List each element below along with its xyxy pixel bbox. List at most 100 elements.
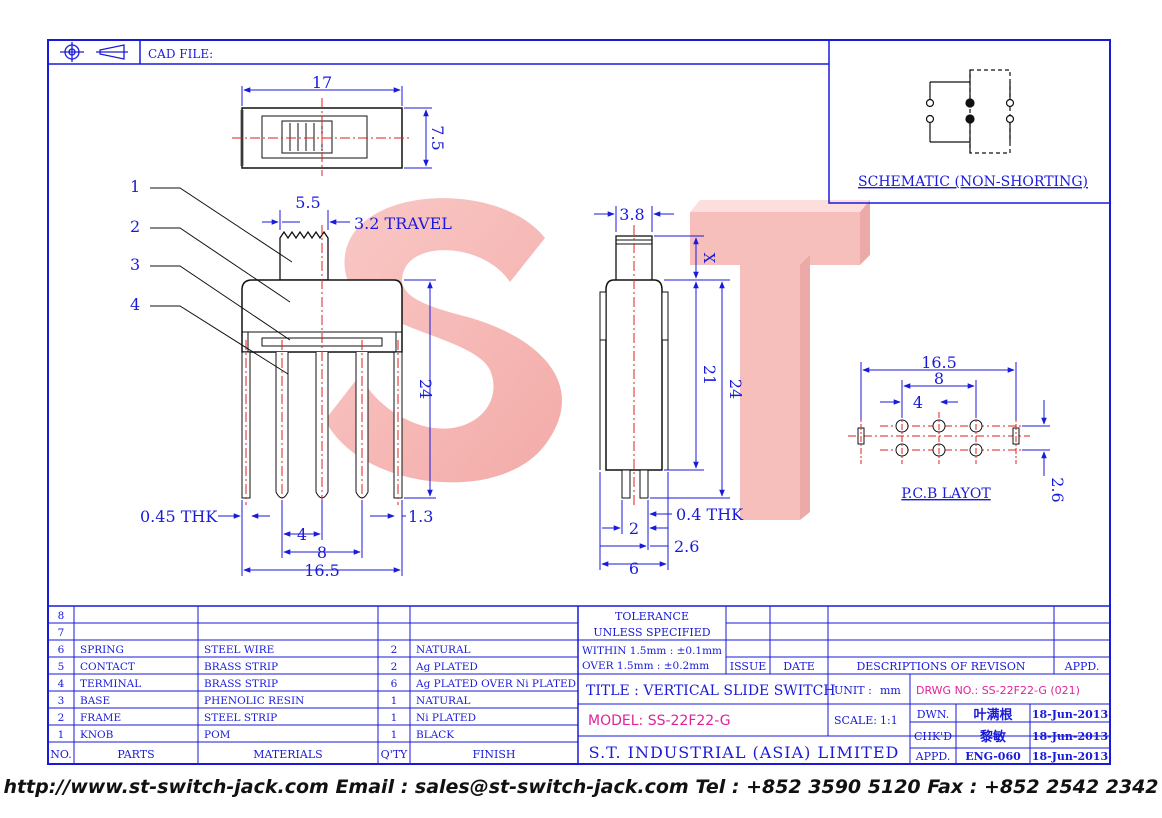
dim-travel: 3.2 TRAVEL	[354, 214, 452, 233]
watermark-text: ST	[560, 479, 563, 481]
appd-label: APPD.	[915, 750, 951, 763]
bom-cell-finish: Ni PLATED	[416, 712, 476, 724]
model-number: MODEL: SS-22F22-G	[588, 713, 731, 729]
unit-label: UNIT :	[834, 684, 872, 697]
bom-cell-qty: 1	[391, 695, 398, 707]
bom-header-qty: Q'TY	[381, 748, 408, 761]
dim-thk-left: 0.45 THK	[140, 507, 218, 526]
cad-file-label: CAD FILE:	[148, 47, 213, 61]
revision-date: DATE	[783, 660, 815, 673]
tolerance-line1: TOLERANCE	[615, 610, 689, 623]
dim-side-2: 2	[629, 519, 639, 538]
dim-side-x: X	[700, 253, 718, 264]
bom-cell-qty: 2	[391, 644, 398, 656]
bom-cell-materials: BRASS STRIP	[204, 678, 278, 690]
bom-cell-no: 5	[58, 661, 65, 673]
dwn-label: DWN.	[917, 708, 950, 721]
dim-side-21: 21	[700, 365, 719, 385]
unit-value: mm	[880, 684, 901, 697]
bom-cell-qty: 2	[391, 661, 398, 673]
chkd-label: CHK'D	[914, 730, 952, 743]
bom-cell-finish: NATURAL	[416, 695, 471, 707]
company-name: S.T. INDUSTRIAL (ASIA) LIMITED	[589, 743, 900, 762]
dim-side-04thk: 0.4 THK	[676, 505, 744, 524]
dim-side-26: 2.6	[674, 537, 699, 556]
dim-pitch-4: 4	[297, 525, 307, 544]
tolerance-line4: OVER 1.5mm : ±0.2mm	[582, 660, 709, 672]
bom-cell-parts: BASE	[80, 695, 110, 707]
bom-header-materials: MATERIALS	[253, 748, 322, 761]
bom-cell-no: 3	[58, 695, 65, 707]
bom-cell-materials: PHENOLIC RESIN	[204, 695, 304, 707]
sheet-border	[47, 39, 1111, 765]
chkd-date: 18-Jun-2013	[1032, 730, 1108, 743]
callout-4: 4	[130, 295, 140, 314]
pcb-layout	[848, 362, 1050, 476]
schematic-diagram	[925, 69, 1015, 154]
bom-cell-parts: KNOB	[80, 729, 114, 741]
top-view	[232, 86, 432, 176]
dim-height-24: 24	[416, 379, 435, 399]
callout-3: 3	[130, 255, 140, 274]
scale-value: 1:1	[880, 714, 898, 727]
chkd-name: 黎敏	[980, 729, 1007, 745]
bom-cell-no: 1	[58, 729, 65, 741]
bom-header-parts: PARTS	[117, 748, 154, 761]
pcb-dim-8: 8	[934, 369, 944, 388]
callout-1: 1	[130, 177, 140, 196]
bom-cell-no: 2	[58, 712, 65, 724]
revision-issue: ISSUE	[730, 660, 767, 673]
bom-cell-parts: FRAME	[80, 712, 121, 724]
pcb-label: P.C.B LAYOT	[901, 486, 991, 502]
revision-appd: APPD.	[1064, 660, 1100, 673]
pcb-dim-26: 2.6	[1048, 477, 1067, 502]
bom-cell-materials: STEEL STRIP	[204, 712, 277, 724]
callout-2: 2	[130, 217, 140, 236]
scale-label: SCALE:	[834, 714, 877, 727]
bom-header-no: NO.	[50, 748, 72, 761]
dim-side-38: 3.8	[619, 205, 644, 224]
schematic-label: SCHEMATIC (NON-SHORTING)	[858, 174, 1088, 190]
bom-cell-parts: TERMINAL	[80, 678, 141, 690]
bom-cell-no: 6	[58, 644, 65, 656]
bom-cell-parts: SPRING	[80, 644, 124, 656]
dim-top-width: 17	[312, 73, 332, 92]
dim-top-height: 7.5	[428, 125, 447, 150]
bom-cell-finish: BLACK	[416, 729, 454, 741]
projection-symbol-icon	[60, 42, 128, 62]
appd-date: 18-Jun-2013	[1032, 750, 1108, 763]
dim-side-13: 1.3	[408, 507, 433, 526]
bom-cell-qty: 1	[391, 729, 398, 741]
bom-header-finish: FINISH	[472, 748, 515, 761]
appd-name: ENG-060	[965, 750, 1021, 763]
dim-knob-width: 5.5	[295, 193, 320, 212]
bom-cell-qty: 6	[391, 678, 398, 690]
front-view	[218, 210, 436, 576]
dim-pitch-8: 8	[317, 543, 327, 562]
bom-cell-materials: STEEL WIRE	[204, 644, 274, 656]
revision-descriptions: DESCRIPTIONS OF REVISON	[856, 660, 1025, 673]
callout-leaders	[150, 187, 293, 375]
pcb-dim-165: 16.5	[921, 353, 957, 372]
bom-cell-finish: NATURAL	[416, 644, 471, 656]
dim-side-6: 6	[629, 559, 639, 578]
bom-cell-qty: 1	[391, 712, 398, 724]
st-watermark: ST	[325, 198, 870, 520]
schematic-box	[828, 39, 1111, 204]
bom-cell-materials: BRASS STRIP	[204, 661, 278, 673]
bom-cell-finish: Ag PLATED	[415, 661, 478, 673]
drawing-title: TITLE : VERTICAL SLIDE SWITCH	[586, 683, 835, 699]
dwn-name: 叶满根	[973, 707, 1013, 723]
bom-cell-no: 4	[58, 678, 65, 690]
side-view	[594, 206, 730, 570]
bom-cell-no: 8	[58, 610, 65, 622]
bom-cell-materials: POM	[204, 729, 231, 741]
drawing-number: DRWG NO.: SS-22F22-G (021)	[916, 684, 1080, 697]
bom-cell-finish: Ag PLATED OVER Ni PLATED	[415, 678, 576, 690]
tolerance-line2: UNLESS SPECIFIED	[593, 626, 710, 639]
tolerance-line3: WITHIN 1.5mm : ±0.1mm	[582, 645, 722, 657]
title-block-grid	[48, 605, 1110, 764]
dwn-date: 18-Jun-2013	[1032, 708, 1108, 721]
